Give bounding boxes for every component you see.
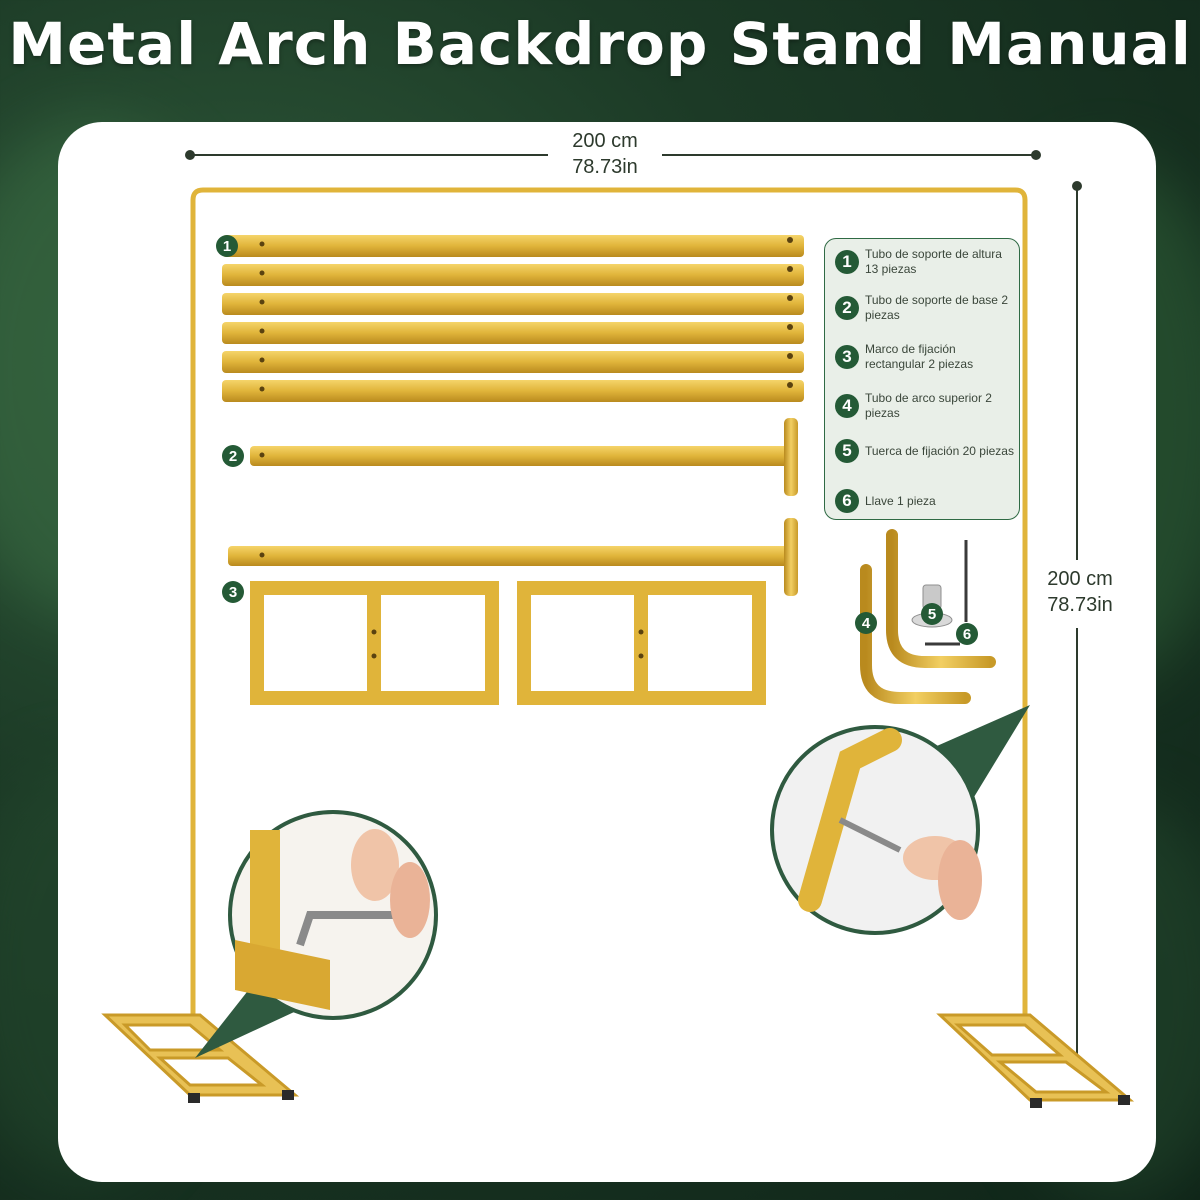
legend-item: 4 Tubo de arco superior 2 piezas [835,391,1015,421]
legend-text: Marco de fijación rectangular 2 piezas [865,342,974,371]
legend-text: Llave 1 pieza [865,493,936,508]
right-base-foot [936,1013,1135,1108]
parts-legend: 1 Tubo de soporte de altura 13 piezas 2 … [824,238,1020,520]
rectangular-frames [250,581,766,705]
legend-number: 4 [835,394,859,418]
part-number-2: 2 [222,445,244,467]
height-dimension-label: 200 cm 78.73in [1030,566,1130,618]
height-cm: 200 cm [1047,568,1113,590]
part-number-3: 3 [222,581,244,603]
part-number-4: 4 [855,612,877,634]
legend-number: 2 [835,296,859,320]
legend-item: 2 Tubo de soporte de base 2 piezas [835,293,1015,323]
legend-text: Tuerca de fijación 20 piezas [865,443,1014,458]
width-dimension-label: 200 cm 78.73in [548,128,662,180]
width-in: 78.73in [572,156,638,178]
height-dimension-line [1072,181,1082,1097]
part-number-1: 1 [216,235,238,257]
part-number-6: 6 [956,623,978,645]
legend-item: 5 Tuerca de fijación 20 piezas [835,439,1015,463]
legend-number: 1 [835,250,859,274]
left-base-foot [101,1013,300,1103]
page-title: Metal Arch Backdrop Stand Manual [8,10,1192,78]
base-support-tubes [228,418,798,596]
legend-text: Tubo de arco superior 2 piezas [865,391,992,420]
legend-number: 3 [835,345,859,369]
height-in: 78.73in [1047,594,1113,616]
detail-callout-left [195,810,438,1058]
legend-number: 5 [835,439,859,463]
allen-key [925,540,968,646]
part-number-5: 5 [921,603,943,625]
legend-item: 3 Marco de fijación rectangular 2 piezas [835,342,1015,372]
legend-text: Tubo de soporte de base 2 piezas [865,293,1008,322]
legend-item: 1 Tubo de soporte de altura 13 piezas [835,247,1015,277]
height-support-tubes [222,235,804,402]
legend-number: 6 [835,489,859,513]
width-dimension-line [185,150,1041,160]
top-arch-tubes [860,529,996,704]
legend-text: Tubo de soporte de altura 13 piezas [865,247,1002,276]
width-cm: 200 cm [572,130,638,152]
detail-callout-right [770,705,1030,935]
assembled-frame [190,187,1028,1040]
legend-item: 6 Llave 1 pieza [835,489,1015,513]
